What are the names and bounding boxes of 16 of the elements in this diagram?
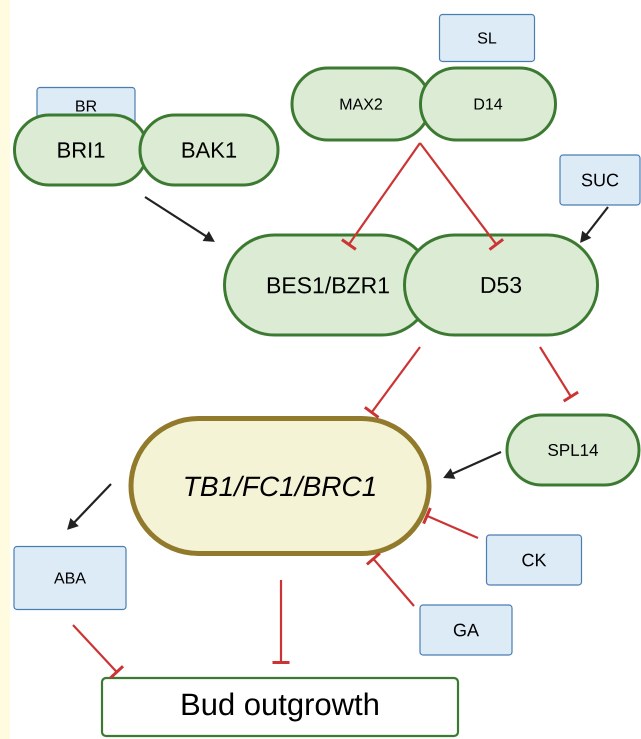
signal-box: SL xyxy=(438,14,536,62)
protein-pill: MAX2 xyxy=(290,66,432,142)
protein-pill: BRI1 xyxy=(13,114,149,186)
protein-pill: D53 xyxy=(403,234,599,336)
signal-box: CK xyxy=(486,534,582,586)
outcome-box: Bud outgrowth xyxy=(100,676,460,738)
protein-pill: BES1/BZR1 xyxy=(223,234,433,336)
protein-pill: SPL14 xyxy=(506,414,640,486)
signal-box: ABA xyxy=(13,546,127,610)
protein-pill: BAK1 xyxy=(138,114,280,186)
protein-pill: D14 xyxy=(419,66,557,142)
signal-box: SUC xyxy=(559,154,641,206)
inhibition-line xyxy=(539,346,579,402)
signal-box: GA xyxy=(419,604,513,656)
gene-pill: TB1/FC1/BRC1 xyxy=(128,416,432,556)
inhibition-line xyxy=(272,580,290,664)
